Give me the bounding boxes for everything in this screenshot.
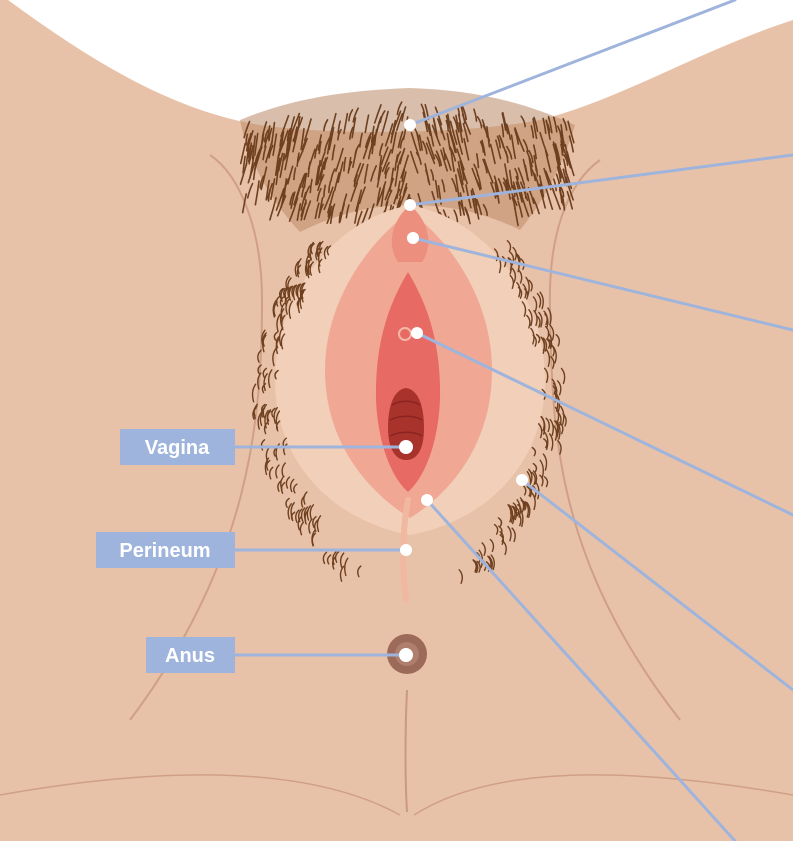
label-perineum: Perineum [96, 532, 235, 568]
marker-clitoris [407, 232, 419, 244]
label-text-anus: Anus [165, 645, 215, 667]
marker-vagina [399, 440, 413, 454]
label-text-perineum: Perineum [119, 540, 210, 562]
marker-labia-minora [421, 494, 433, 506]
marker-urethra [411, 327, 423, 339]
marker-anus [399, 648, 413, 662]
marker-labia-majora [516, 474, 528, 486]
label-anus: Anus [146, 637, 235, 673]
marker-mons [404, 119, 416, 131]
marker-hood [404, 199, 416, 211]
marker-perineum [400, 544, 412, 556]
label-text-vagina: Vagina [145, 437, 210, 459]
label-vagina: Vagina [120, 429, 235, 465]
